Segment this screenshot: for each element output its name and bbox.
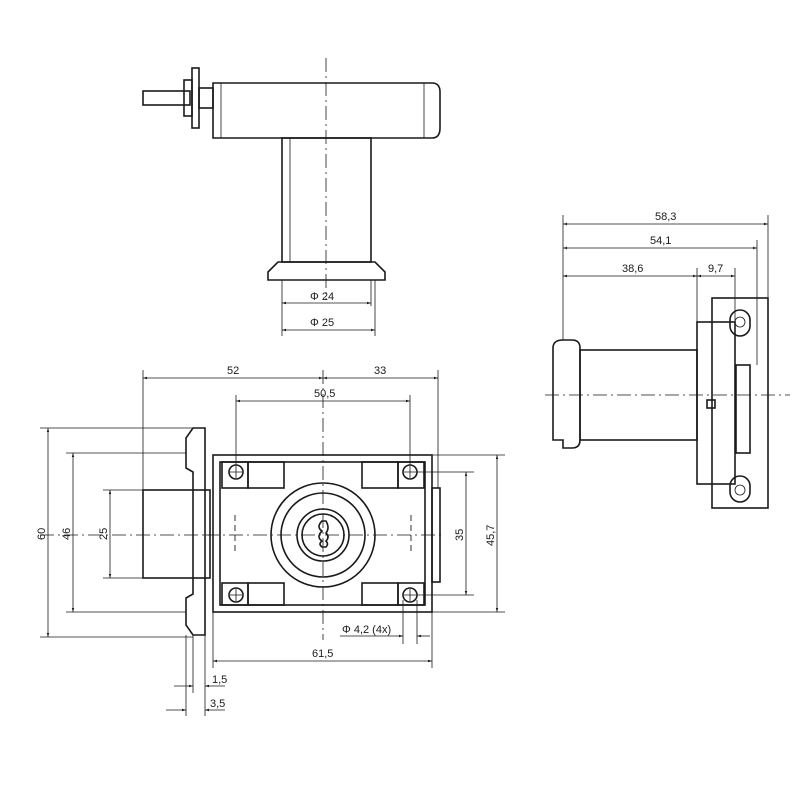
- dim-52: 52: [227, 365, 239, 377]
- dim-25: 25: [98, 528, 110, 540]
- dim-1-5: 1,5: [212, 674, 227, 686]
- dim-60: 60: [36, 528, 48, 540]
- dim-50-5: 50,5: [314, 388, 335, 400]
- dim-61-5: 61,5: [312, 648, 333, 660]
- dim-9-7: 9,7: [708, 263, 723, 275]
- front-view: 52 33 50,5 60 46 25 35 45,7 Φ 4,2 (4x) 6…: [36, 365, 505, 716]
- dim-dia-25: Φ 25: [310, 317, 334, 329]
- dim-46: 46: [61, 528, 73, 540]
- dim-3-5: 3,5: [210, 698, 225, 710]
- dim-45-7: 45,7: [485, 525, 497, 546]
- top-view: Φ 24 Φ 25: [142, 58, 441, 336]
- dim-35: 35: [454, 529, 466, 541]
- dim-dia-24: Φ 24: [310, 291, 334, 303]
- dim-hole-dia: Φ 4,2 (4x): [342, 624, 391, 636]
- side-view: 58,3 54,1 38,6 9,7: [545, 211, 790, 509]
- dim-38-6: 38,6: [622, 263, 643, 275]
- dim-58-3: 58,3: [655, 211, 676, 223]
- dim-33: 33: [374, 365, 386, 377]
- dim-54-1: 54,1: [650, 235, 671, 247]
